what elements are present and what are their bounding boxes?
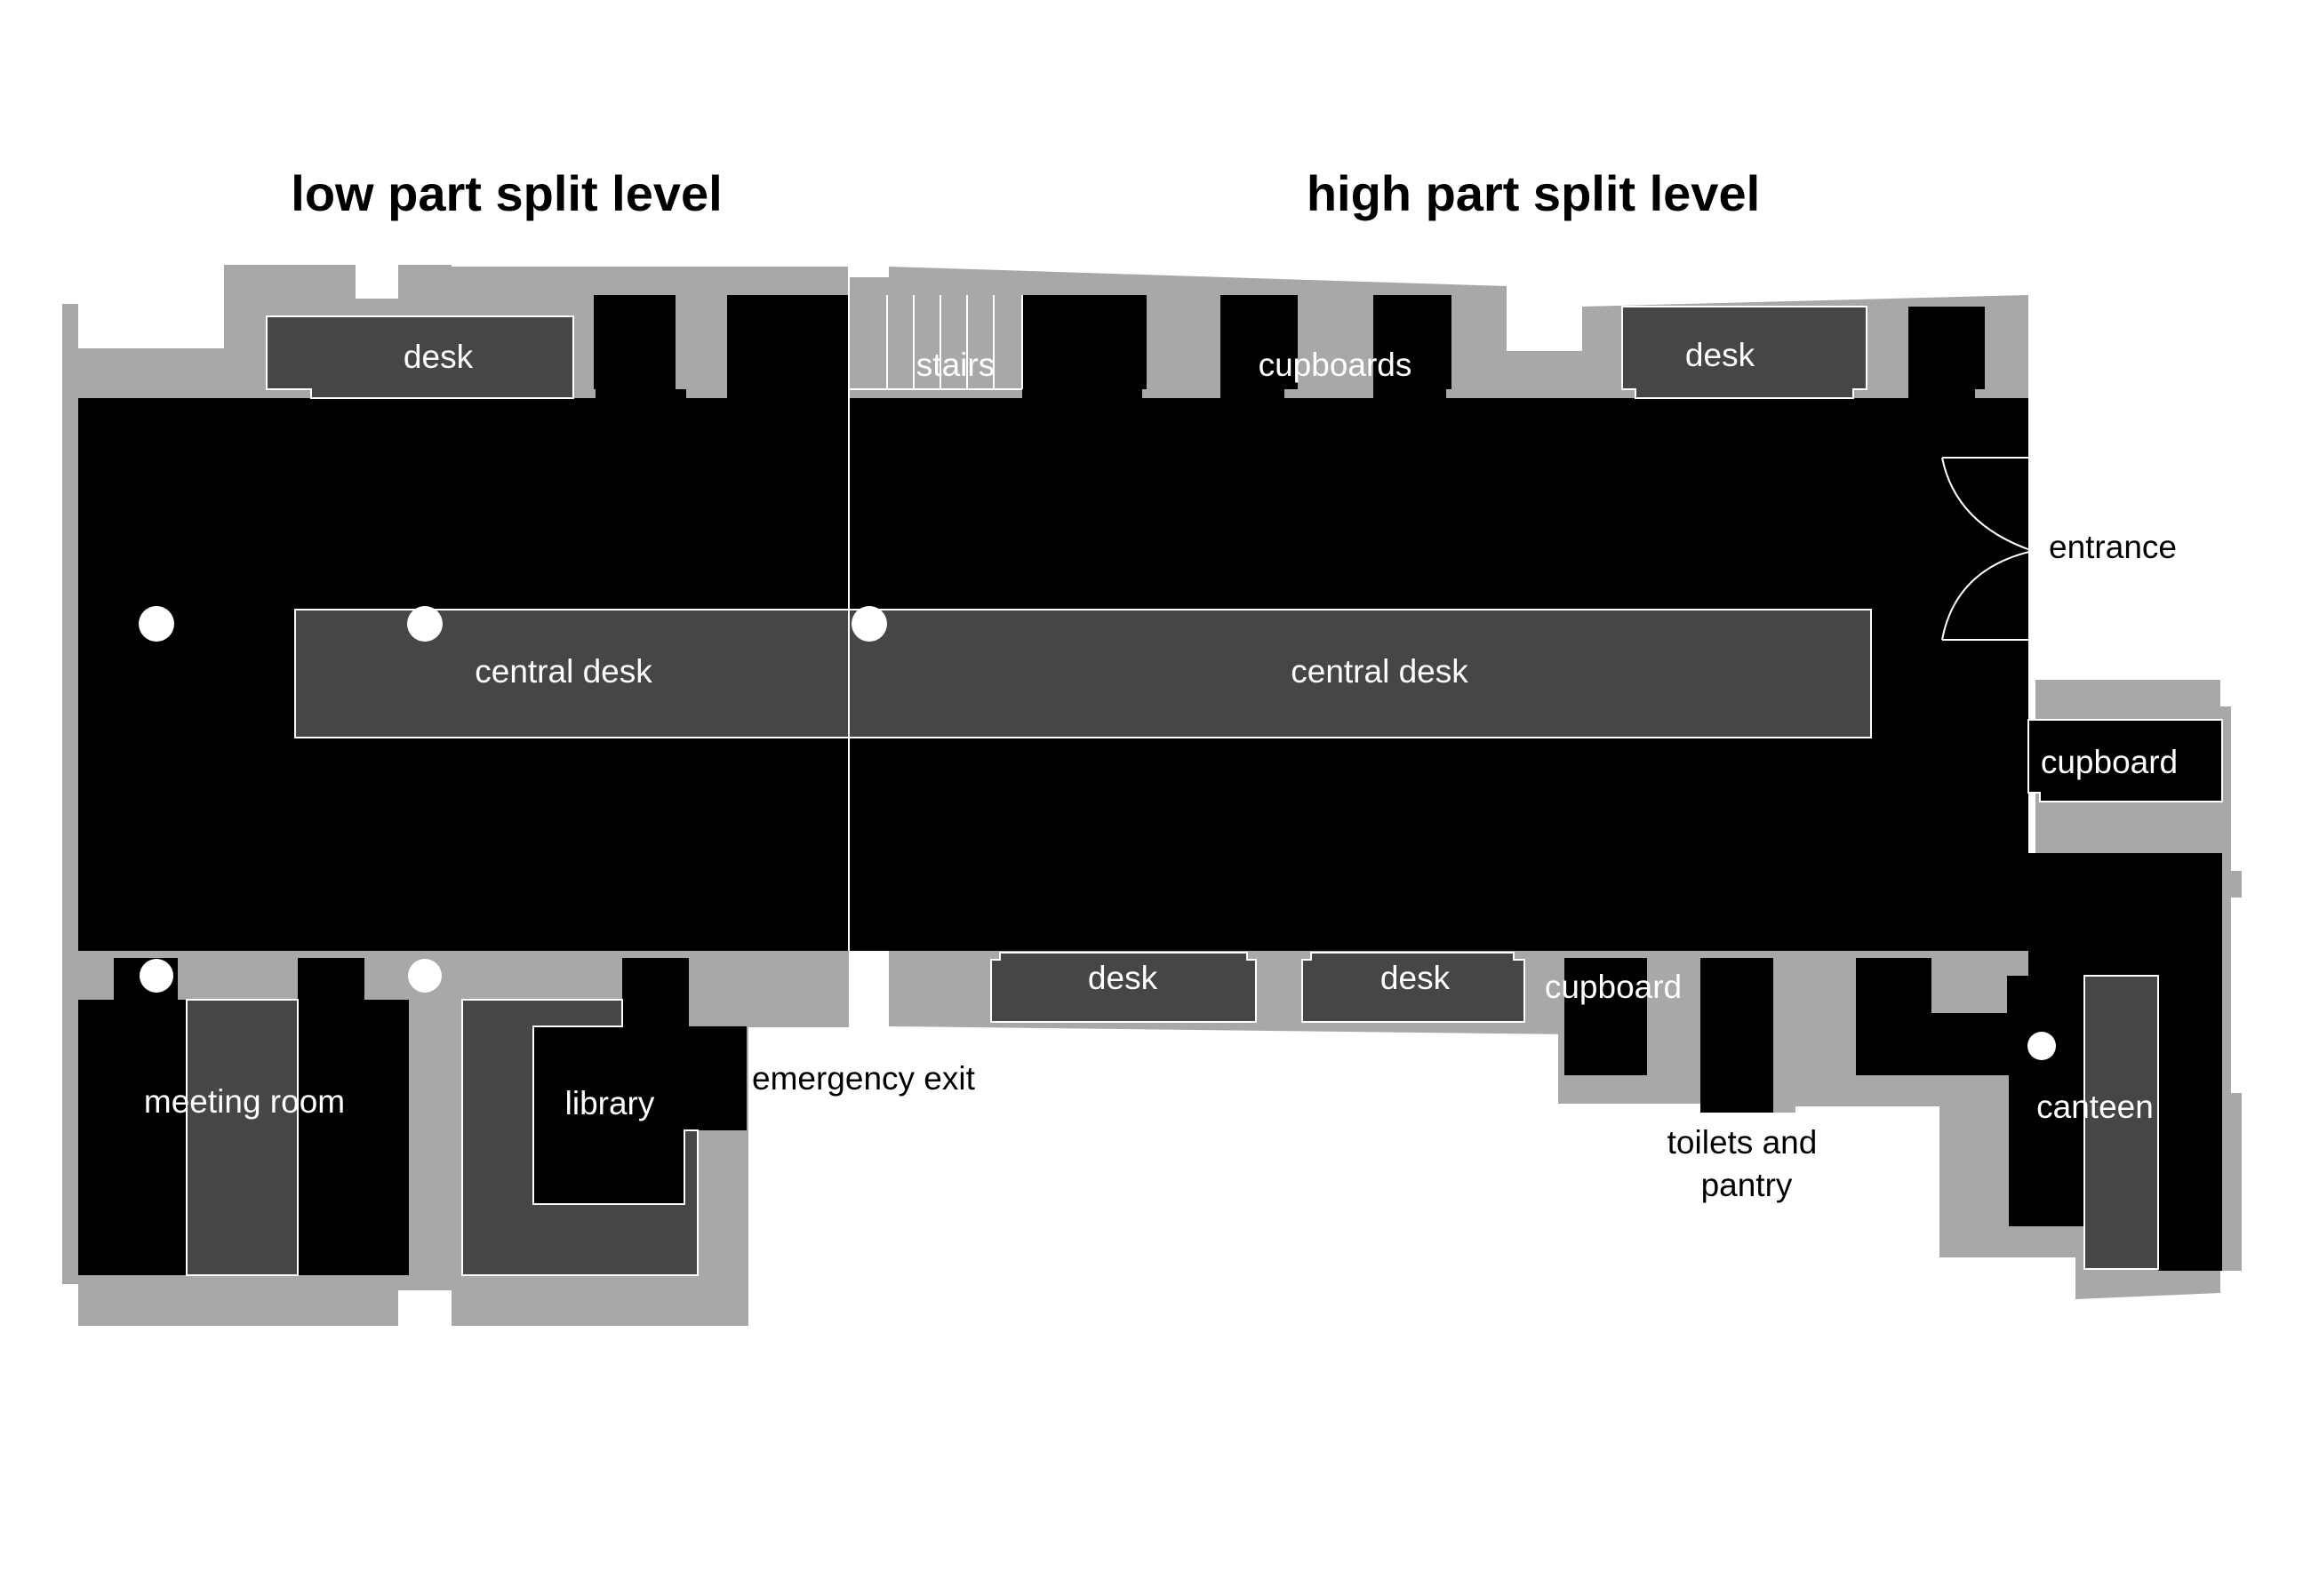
desk-top-left-shape [266, 315, 574, 399]
linework [848, 267, 2034, 951]
label-emergency-exit: emergency exit [752, 1060, 976, 1097]
pillar-icon [407, 606, 443, 642]
meeting-table-shape [186, 999, 299, 1276]
label-desk-top-right: desk [1685, 337, 1755, 373]
label-central-desk-right: central desk [1291, 653, 1468, 690]
desk-bottom-2-shape [1301, 952, 1525, 1023]
label-cupboard-bottom: cupboard [1545, 969, 1682, 1005]
heading-high-part: high part split level [1307, 165, 1760, 221]
stairs-treads [849, 295, 1023, 390]
entrance-door-icon [1941, 457, 2034, 641]
label-canteen: canteen [2036, 1089, 2154, 1125]
pillar-icon [2027, 1032, 2056, 1060]
label-desk-bottom-1: desk [1088, 960, 1158, 996]
pillar-icon [408, 959, 442, 993]
label-stairs: stairs [916, 347, 995, 383]
pillars [139, 606, 2056, 1060]
library-shelves-shape [461, 999, 699, 1276]
label-toilets-line1: toilets and [1667, 1124, 1818, 1161]
label-central-desk-left: central desk [475, 653, 652, 690]
rooms [78, 295, 2223, 1275]
central-desk-shape [294, 609, 1872, 738]
label-library: library [565, 1085, 655, 1121]
pillar-icon [140, 959, 173, 993]
heading-low-part: low part split level [291, 165, 722, 221]
label-cupboards: cupboards [1259, 347, 1412, 383]
canteen-counter-shape [2083, 975, 2159, 1270]
label-meeting-room: meeting room [144, 1083, 345, 1120]
desk-bottom-1-shape [990, 952, 1257, 1023]
furniture [186, 306, 2159, 1276]
label-desk-bottom-2: desk [1380, 960, 1451, 996]
pillar-icon [139, 606, 174, 642]
desk-top-right-shape [1621, 306, 1867, 399]
label-desk-top-left: desk [404, 339, 474, 375]
label-cupboard-right: cupboard [2041, 744, 2178, 780]
label-toilets-line2: pantry [1701, 1167, 1793, 1203]
label-entrance: entrance [2049, 529, 2177, 565]
pillar-icon [852, 606, 887, 642]
